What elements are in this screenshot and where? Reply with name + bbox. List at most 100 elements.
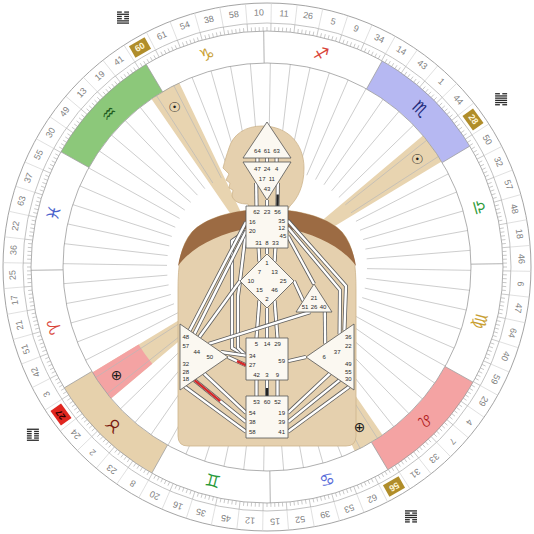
gate-divider [453,425,468,438]
spoke-line [307,80,348,175]
gate-number: 15 [256,287,263,293]
tick-mark [467,392,470,394]
tick-mark [428,92,431,95]
tick-mark [425,89,428,92]
tick-mark [24,286,32,288]
gate-number: 53 [253,399,260,405]
zodiac-sign: ♋ [317,468,336,489]
tick-mark [439,428,442,431]
tick-mark [431,95,434,98]
tick-mark [97,434,100,437]
tick-mark [350,488,351,492]
tick-mark [54,157,58,159]
channel [294,281,303,301]
tick-mark [215,498,217,506]
sign-ring [63,63,471,471]
tick-mark [388,61,390,64]
tick-mark [490,190,494,191]
tick-mark [278,27,279,31]
spoke-line [362,298,461,330]
tick-mark [74,408,77,410]
gate-number: 51 [302,304,309,310]
gate-number: 21 [311,295,318,301]
tick-mark [320,33,322,37]
sign-divider [445,367,473,383]
tick-mark [127,459,129,462]
gate-number: 13 [75,87,88,100]
tick-mark [290,28,291,32]
tick-mark [309,499,310,507]
tick-mark [492,194,496,195]
gate-number: 64 [507,327,518,339]
gate-number: 57 [182,343,189,349]
tick-mark [182,488,183,492]
channel [238,281,246,356]
channel-core [288,357,306,361]
tick-mark [28,243,32,244]
planet-symbol: ☉ [411,152,424,166]
gate-number: 32 [492,156,504,169]
sign-divider [442,146,469,162]
tick-mark [194,39,195,43]
gate-divider [270,3,271,23]
tick-mark [30,231,34,233]
tick-mark [423,444,426,447]
tick-mark [92,103,95,106]
gate-number: 28 [467,112,480,125]
tick-mark [434,97,437,100]
channel [255,158,259,162]
energy-center: 514293459274239 [246,338,288,380]
gate-number: 29 [476,394,489,407]
channel-core [275,300,278,338]
hexagram-line [34,431,39,432]
channel-core [294,281,303,301]
tick-mark [493,197,497,198]
spoke-line [365,230,467,249]
gate-number: 33 [272,240,279,246]
channel-core [266,308,268,338]
spoke-line [359,307,454,348]
tick-mark [40,343,44,344]
tick-mark [332,36,333,40]
gate-divider [25,162,43,170]
gate-number: 5 [255,341,258,347]
tick-mark [34,324,38,326]
tick-mark [179,486,180,490]
channel-group [267,200,268,206]
gate-number: 62 [365,492,378,504]
hexagram-line [405,517,417,518]
sign-divider [64,371,91,387]
channel [288,387,349,432]
center-outline [306,324,354,390]
tick-mark [128,461,133,468]
zodiac-sign: ♊ [204,470,223,490]
tick-mark [154,55,156,59]
gate-number: 44 [193,349,200,355]
tick-mark [434,434,437,437]
tick-mark [378,55,380,59]
tick-mark [309,31,311,35]
tick-mark [502,247,510,249]
tick-mark [293,501,294,505]
tick-mark [411,454,413,457]
hexagram-line [495,102,507,103]
center-outline [243,122,291,158]
tick-mark [63,140,66,142]
gate-number: 49 [59,106,72,119]
tick-mark [282,28,283,32]
hexagram-icon [405,511,417,522]
gate-number: 49 [345,361,352,367]
tick-mark [201,494,202,498]
tick-mark [161,52,163,56]
tick-mark [200,32,202,40]
gate-number: 37 [23,171,35,184]
gate-divider [494,170,513,177]
hexagram-line [405,512,410,513]
channel-core [273,248,276,262]
channel-group [288,236,314,284]
energy-center: 21512640 [296,284,332,312]
zodiac-sign: ♎ [468,197,489,216]
gate-divider [77,437,91,451]
gate-divider [36,139,53,149]
tick-mark [255,503,256,507]
